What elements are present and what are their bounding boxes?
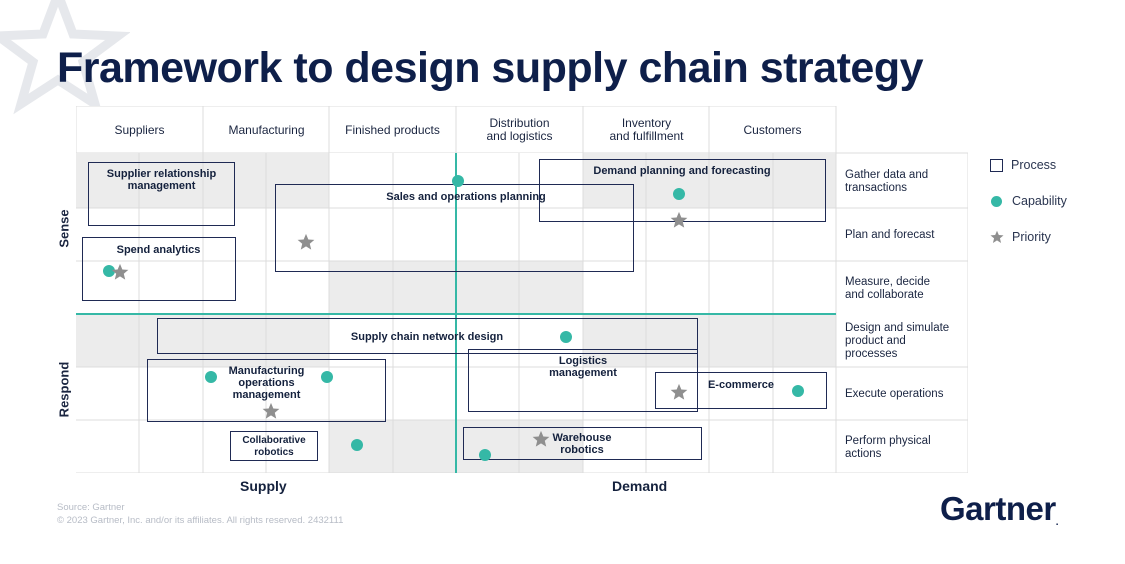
capability-dot-network-design (560, 331, 572, 343)
source-line: Source: Gartner (57, 502, 125, 513)
background-star-watermark (0, 0, 130, 115)
copyright-line: © 2023 Gartner, Inc. and/or its affiliat… (57, 515, 344, 526)
row-gather-data: Gather data and transactions (845, 169, 929, 194)
legend-process: Process (990, 158, 1056, 172)
legend-priority: Priority (990, 230, 1051, 244)
priority-star-ecommerce (670, 383, 688, 400)
label-logistics: Logistics management (549, 355, 617, 379)
priority-star-icon (990, 230, 1004, 243)
row-design-simulate: Design and simulate product and processe… (845, 322, 950, 360)
label-manufacturing-ops: Manufacturing operations management (228, 365, 305, 401)
gartner-logo-text: Gartner (940, 490, 1056, 527)
column-customers: Customers (743, 122, 802, 137)
label-spend-analytics: Spend analytics (116, 244, 201, 256)
capability-dot-spend-analytics (103, 265, 115, 277)
capability-dot-icon (991, 195, 1002, 207)
process-warehouse-robotics (463, 427, 702, 460)
axis-label-demand: Demand (612, 478, 668, 494)
side-label-respond: Respond (56, 361, 72, 418)
process-collaborative-robotics (230, 431, 318, 461)
legend-capability: Capability (990, 194, 1067, 208)
row-execute-operations: Execute operations (845, 388, 944, 400)
page-title: Framework to design supply chain strateg… (57, 44, 924, 92)
capability-dot-demand-planning (673, 188, 685, 200)
column-manufacturing: Manufacturing (228, 122, 305, 137)
column-distribution-logistics: Distribution and logistics (486, 116, 553, 143)
priority-star-manufacturing (262, 402, 280, 419)
column-finished-products: Finished products (345, 122, 440, 137)
priority-star-warehouse (532, 430, 550, 447)
capability-dot-collaborative-robotics (351, 439, 363, 451)
column-suppliers: Suppliers (114, 122, 165, 137)
side-label-sense: Sense (56, 209, 72, 248)
capability-dot-sop (452, 175, 464, 187)
priority-star-demand-planning (670, 211, 688, 228)
process-logistics (468, 349, 698, 412)
label-ecommerce: E-commerce (707, 379, 775, 391)
gartner-logo: Gartner. (940, 490, 1059, 528)
label-sales-operations: Sales and operations planning (386, 191, 546, 203)
process-network-design (157, 318, 698, 354)
label-supplier-relationship: Supplier relationship management (106, 168, 217, 192)
row-plan-forecast: Plan and forecast (845, 229, 935, 241)
capability-dot-ecommerce (792, 385, 804, 397)
row-physical-actions: Perform physical actions (845, 435, 931, 460)
priority-star-sop (297, 233, 315, 250)
legend-process-label: Process (1011, 158, 1057, 172)
label-network-design: Supply chain network design (350, 331, 504, 343)
process-supplier-relationship (88, 162, 235, 226)
grid-background (76, 106, 968, 473)
label-warehouse-robotics: Warehouse robotics (552, 432, 612, 456)
process-square-icon (990, 158, 1003, 172)
framework-grid: Suppliers Manufacturing Finished product… (76, 106, 968, 473)
label-collaborative-robotics: Collaborative robotics (242, 435, 306, 458)
priority-star-spend-analytics (111, 263, 129, 280)
label-demand-planning: Demand planning and forecasting (593, 165, 771, 177)
capability-dot-warehouse-robotics (479, 449, 491, 461)
capability-dot-manufacturing-left (205, 371, 217, 383)
process-spend-analytics (82, 237, 236, 301)
row-measure-decide: Measure, decide and collaborate (845, 276, 931, 301)
axis-label-supply: Supply (240, 478, 287, 494)
process-ecommerce (655, 372, 827, 409)
column-inventory-fulfillment: Inventory and fulfillment (609, 116, 684, 143)
legend-capability-label: Capability (1012, 194, 1067, 208)
process-manufacturing-ops (147, 359, 386, 422)
legend-priority-label: Priority (1012, 230, 1051, 244)
capability-dot-manufacturing-right (321, 371, 333, 383)
